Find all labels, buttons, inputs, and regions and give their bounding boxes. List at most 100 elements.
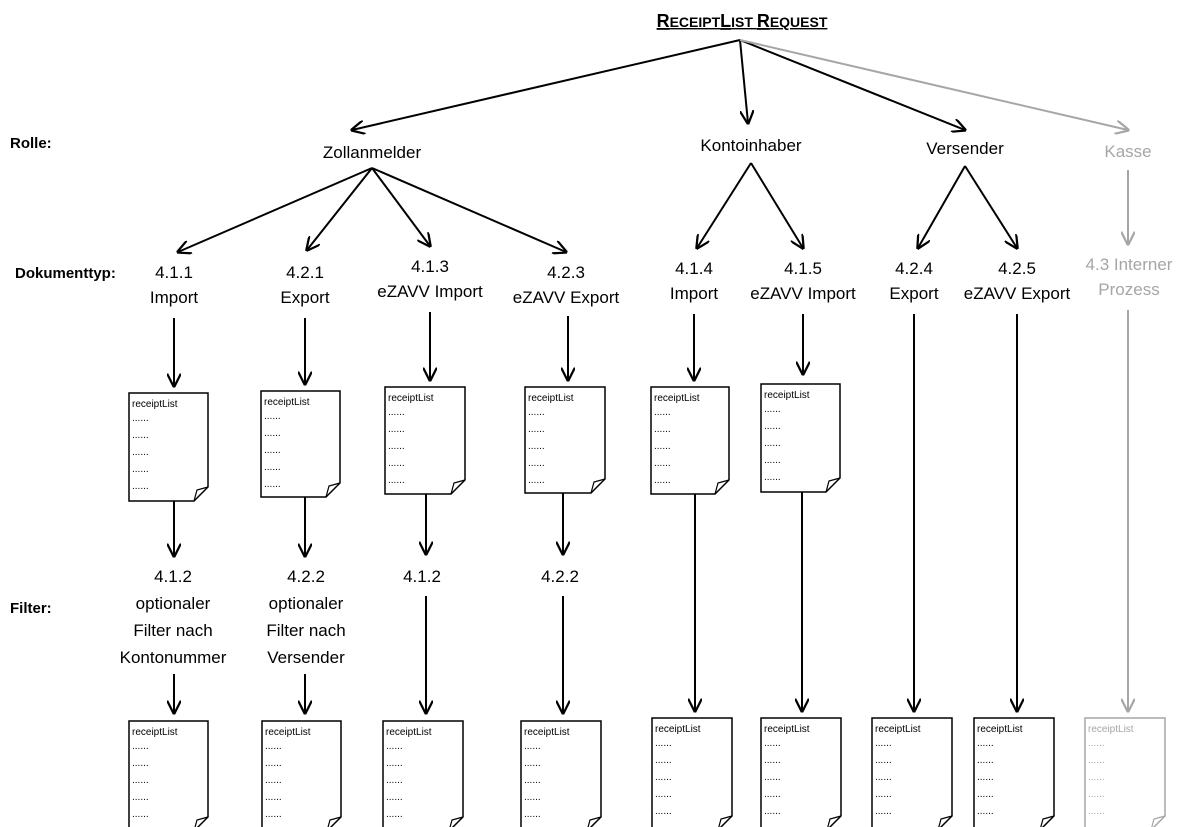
document-line: ...... (977, 772, 994, 783)
receipt-list-document: receiptList.............................… (128, 392, 209, 502)
receipt-list-document: receiptList.............................… (382, 720, 464, 827)
document-line: ...... (764, 755, 781, 766)
role-zollanmelder: Zollanmelder (323, 143, 422, 162)
filter-line: Versender (267, 648, 345, 667)
doc-type-423: 4.2.3 eZAVV Export (513, 263, 620, 307)
document-line: ...... (132, 430, 149, 441)
document-fold (714, 479, 730, 495)
doc-type-number: 4.2.3 (547, 263, 585, 282)
document-outline (524, 386, 606, 494)
document-line: ...... (875, 755, 892, 766)
doc-type-name: Prozess (1098, 280, 1159, 299)
document-header: receiptList (386, 727, 432, 738)
document-line: ...... (1088, 738, 1105, 749)
document-outline (650, 386, 730, 495)
document-line: ...... (875, 772, 892, 783)
document-line: ...... (264, 445, 281, 456)
doc-type-424: 4.2.4 Export (889, 259, 938, 303)
receipt-list-document: receiptList.............................… (1084, 717, 1166, 827)
document-line: ...... (1088, 806, 1105, 817)
role-versender: Versender (926, 139, 1004, 158)
arrow-title-kontoinhaber (739, 39, 748, 123)
document-line: ...... (764, 772, 781, 783)
document-header: receiptList (132, 399, 178, 410)
documents: receiptList.............................… (128, 383, 1166, 827)
filter-line: optionaler (269, 594, 344, 613)
filter-line: Filter nach (133, 621, 212, 640)
doc-type-number: 4.3 Interner (1086, 255, 1173, 274)
document-header: receiptList (764, 724, 810, 735)
document-header: receiptList (524, 727, 570, 738)
document-line: ...... (388, 475, 405, 486)
doc-type-name: eZAVV Export (964, 284, 1071, 303)
document-outline (1084, 717, 1166, 827)
document-line: ...... (524, 809, 541, 820)
document-line: ...... (388, 424, 405, 435)
document-fold (193, 486, 209, 502)
doc-type-number: 4.1.3 (411, 257, 449, 276)
document-fold (590, 478, 606, 494)
doc-type-414: 4.1.4 Import (670, 259, 718, 303)
filter-line: Filter nach (266, 621, 345, 640)
document-header: receiptList (977, 724, 1023, 735)
document-line: ...... (386, 775, 403, 786)
filter-line: optionaler (136, 594, 211, 613)
document-line: ...... (764, 421, 781, 432)
document-outline (260, 390, 341, 498)
document-line: ...... (265, 741, 282, 752)
filter-412a: 4.1.2 optionaler Filter nach Kontonummer (120, 567, 227, 667)
document-line: ...... (655, 772, 672, 783)
document-outline (651, 717, 733, 827)
arrow-zoll-413 (371, 167, 430, 246)
document-line: ...... (524, 792, 541, 803)
doc-type-name: Import (670, 284, 718, 303)
document-fold (938, 815, 953, 827)
document-outline (382, 720, 464, 827)
document-outline (973, 717, 1055, 827)
document-line: ...... (528, 407, 545, 418)
document-fold (718, 815, 733, 827)
document-fold (587, 816, 602, 827)
document-header: receiptList (388, 393, 434, 404)
document-line: ...... (132, 792, 149, 803)
receipt-list-document: receiptList.............................… (384, 386, 466, 495)
document-line: ...... (654, 475, 671, 486)
document-fold (194, 816, 209, 827)
arrow-title-kasse (739, 39, 1128, 130)
filter-number: 4.1.2 (154, 567, 192, 586)
document-line: ...... (655, 806, 672, 817)
document-line: ...... (386, 758, 403, 769)
doc-type-421: 4.2.1 Export (280, 263, 329, 307)
document-header: receiptList (528, 393, 574, 404)
role-kontoinhaber: Kontoinhaber (700, 136, 801, 155)
document-line: ...... (132, 481, 149, 492)
document-header: receiptList (132, 727, 178, 738)
doc-type-name: eZAVV Export (513, 288, 620, 307)
document-line: ...... (265, 809, 282, 820)
document-fold (1040, 815, 1055, 827)
filter-422a: 4.2.2 optionaler Filter nach Versender (266, 567, 345, 667)
receipt-list-document: receiptList.............................… (760, 717, 842, 827)
document-fold (450, 479, 466, 495)
document-line: ...... (132, 447, 149, 458)
arrow-zoll-421 (307, 167, 373, 250)
document-line: ...... (977, 755, 994, 766)
document-line: ...... (388, 441, 405, 452)
arrow-konto-414 (697, 162, 752, 248)
arrow-vers-424 (918, 165, 966, 248)
receipt-list-document: receiptList.............................… (520, 720, 602, 827)
document-line: ...... (388, 407, 405, 418)
document-line: ...... (524, 758, 541, 769)
arrow-zoll-423 (371, 167, 566, 252)
document-line: ...... (655, 789, 672, 800)
document-line: ...... (875, 806, 892, 817)
document-line: ...... (132, 758, 149, 769)
doc-type-name: eZAVV Import (750, 284, 856, 303)
document-header: receiptList (264, 397, 310, 408)
document-line: ...... (524, 741, 541, 752)
document-fold (827, 815, 842, 827)
document-line: ...... (654, 424, 671, 435)
doc-type-411: 4.1.1 Import (150, 263, 198, 307)
doc-type-name: Export (889, 284, 938, 303)
document-line: ...... (386, 741, 403, 752)
